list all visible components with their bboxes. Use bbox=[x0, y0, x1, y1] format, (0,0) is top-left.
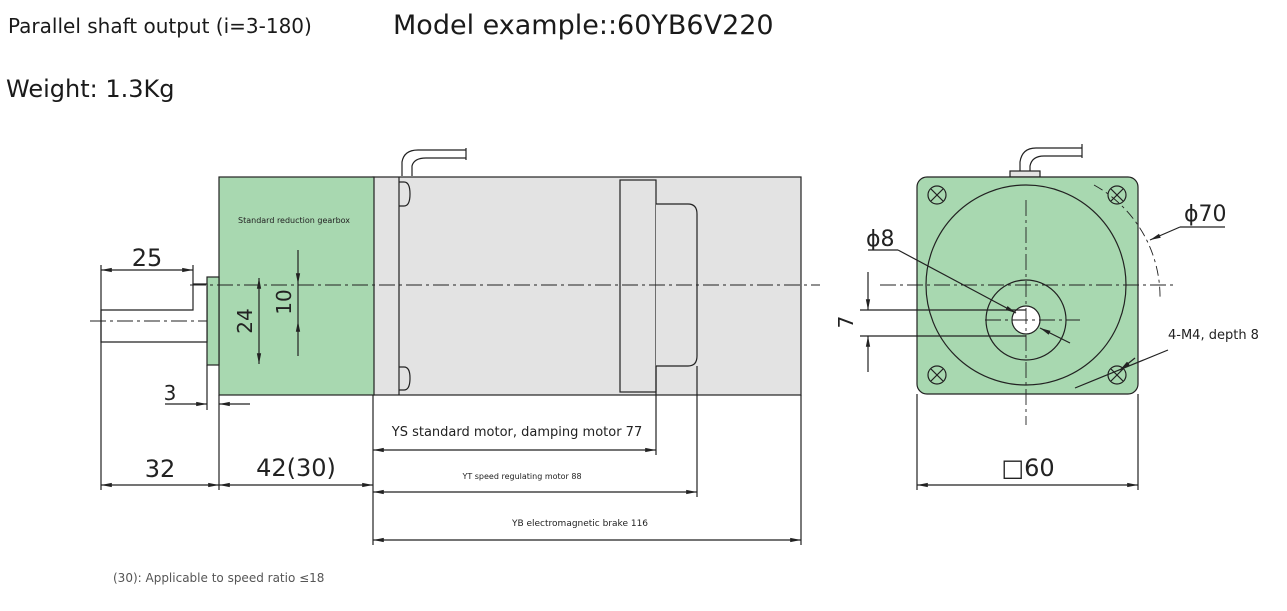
corner-holes bbox=[927, 185, 1127, 385]
dim-yt-motor: YT speed regulating motor 88 bbox=[461, 472, 581, 481]
model-example: Model example::60YB6V220 bbox=[393, 10, 774, 41]
dim-front-to-gearbox: 32 bbox=[145, 455, 176, 483]
dim-shaft-length: 25 bbox=[132, 244, 163, 272]
output-shaft bbox=[100, 283, 208, 343]
spec-title: Parallel shaft output (i=3-180) bbox=[8, 14, 312, 38]
dim-shaft-dia: 10 bbox=[272, 289, 296, 314]
dim-yb-motor: YB electromagnetic brake 116 bbox=[511, 519, 648, 529]
dim-gearbox-length: 42(30) bbox=[256, 454, 336, 482]
dim-ys-motor: YS standard motor, damping motor 77 bbox=[391, 425, 642, 440]
dim-end-pcd: ϕ70 bbox=[1184, 202, 1227, 227]
motor-rear-band bbox=[619, 179, 657, 393]
output-boss bbox=[206, 276, 220, 366]
end-view bbox=[860, 144, 1225, 490]
dim-boss-thickness: 3 bbox=[164, 381, 177, 405]
dim-end-key: 7 bbox=[834, 316, 858, 329]
dim-end-holes: 4-M4, depth 8 bbox=[1168, 328, 1259, 343]
side-view bbox=[90, 148, 820, 545]
motor-body bbox=[372, 176, 802, 396]
gearbox-block bbox=[218, 176, 375, 396]
dim-boss-dia: 24 bbox=[233, 308, 257, 333]
end-square bbox=[916, 176, 1139, 395]
gearbox-label: Standard reduction gearbox bbox=[238, 216, 350, 225]
weight-label: Weight: 1.3Kg bbox=[6, 75, 175, 103]
footnote: (30): Applicable to speed ratio ≤18 bbox=[113, 571, 325, 585]
dim-end-shaft-dia: ϕ8 bbox=[866, 227, 895, 252]
dim-end-square: □60 bbox=[1001, 454, 1054, 482]
